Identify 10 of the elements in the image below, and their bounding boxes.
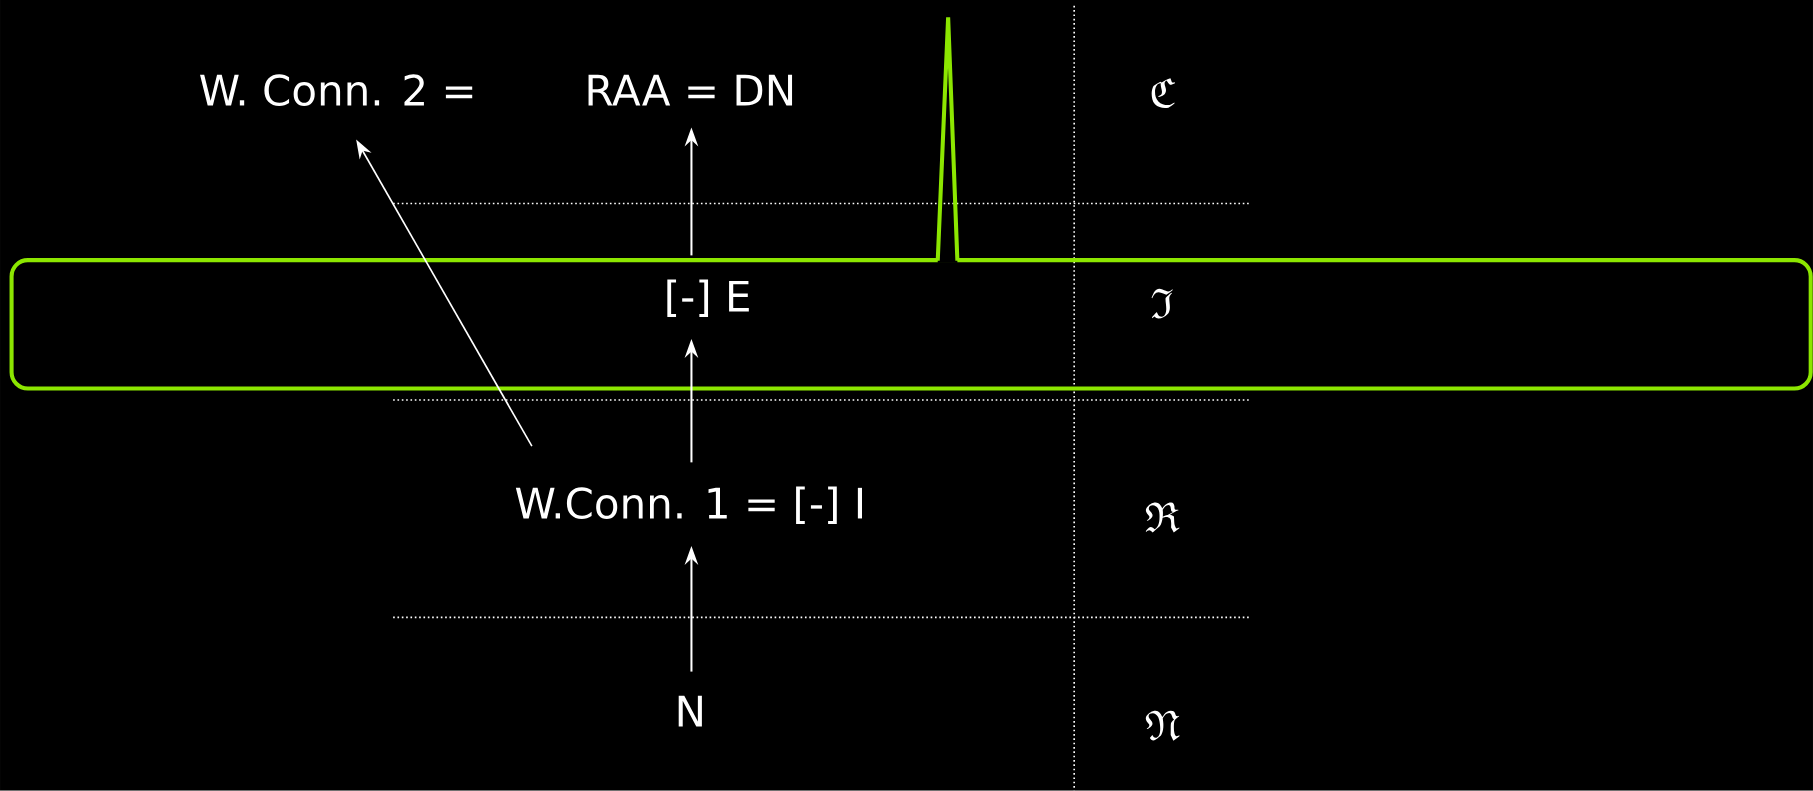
fraktur-symbol: $\mathfrak{R}$	[1145, 502, 1180, 533]
fraktur-symbol: $\mathfrak{I}$	[1151, 288, 1173, 319]
fraktur-symbol: $\mathfrak{N}$	[1145, 710, 1180, 741]
text-label: W. Conn. 2 =	[200, 74, 473, 107]
text-label: RAA = DN	[588, 74, 793, 106]
text-label: N	[678, 695, 702, 727]
text-label: [-] E	[667, 279, 749, 318]
fraktur-symbol: $\mathfrak{C}$	[1151, 78, 1175, 109]
text-label: W.Conn. 1 = [-] I	[515, 486, 862, 525]
highlight-band	[9, 258, 1813, 391]
